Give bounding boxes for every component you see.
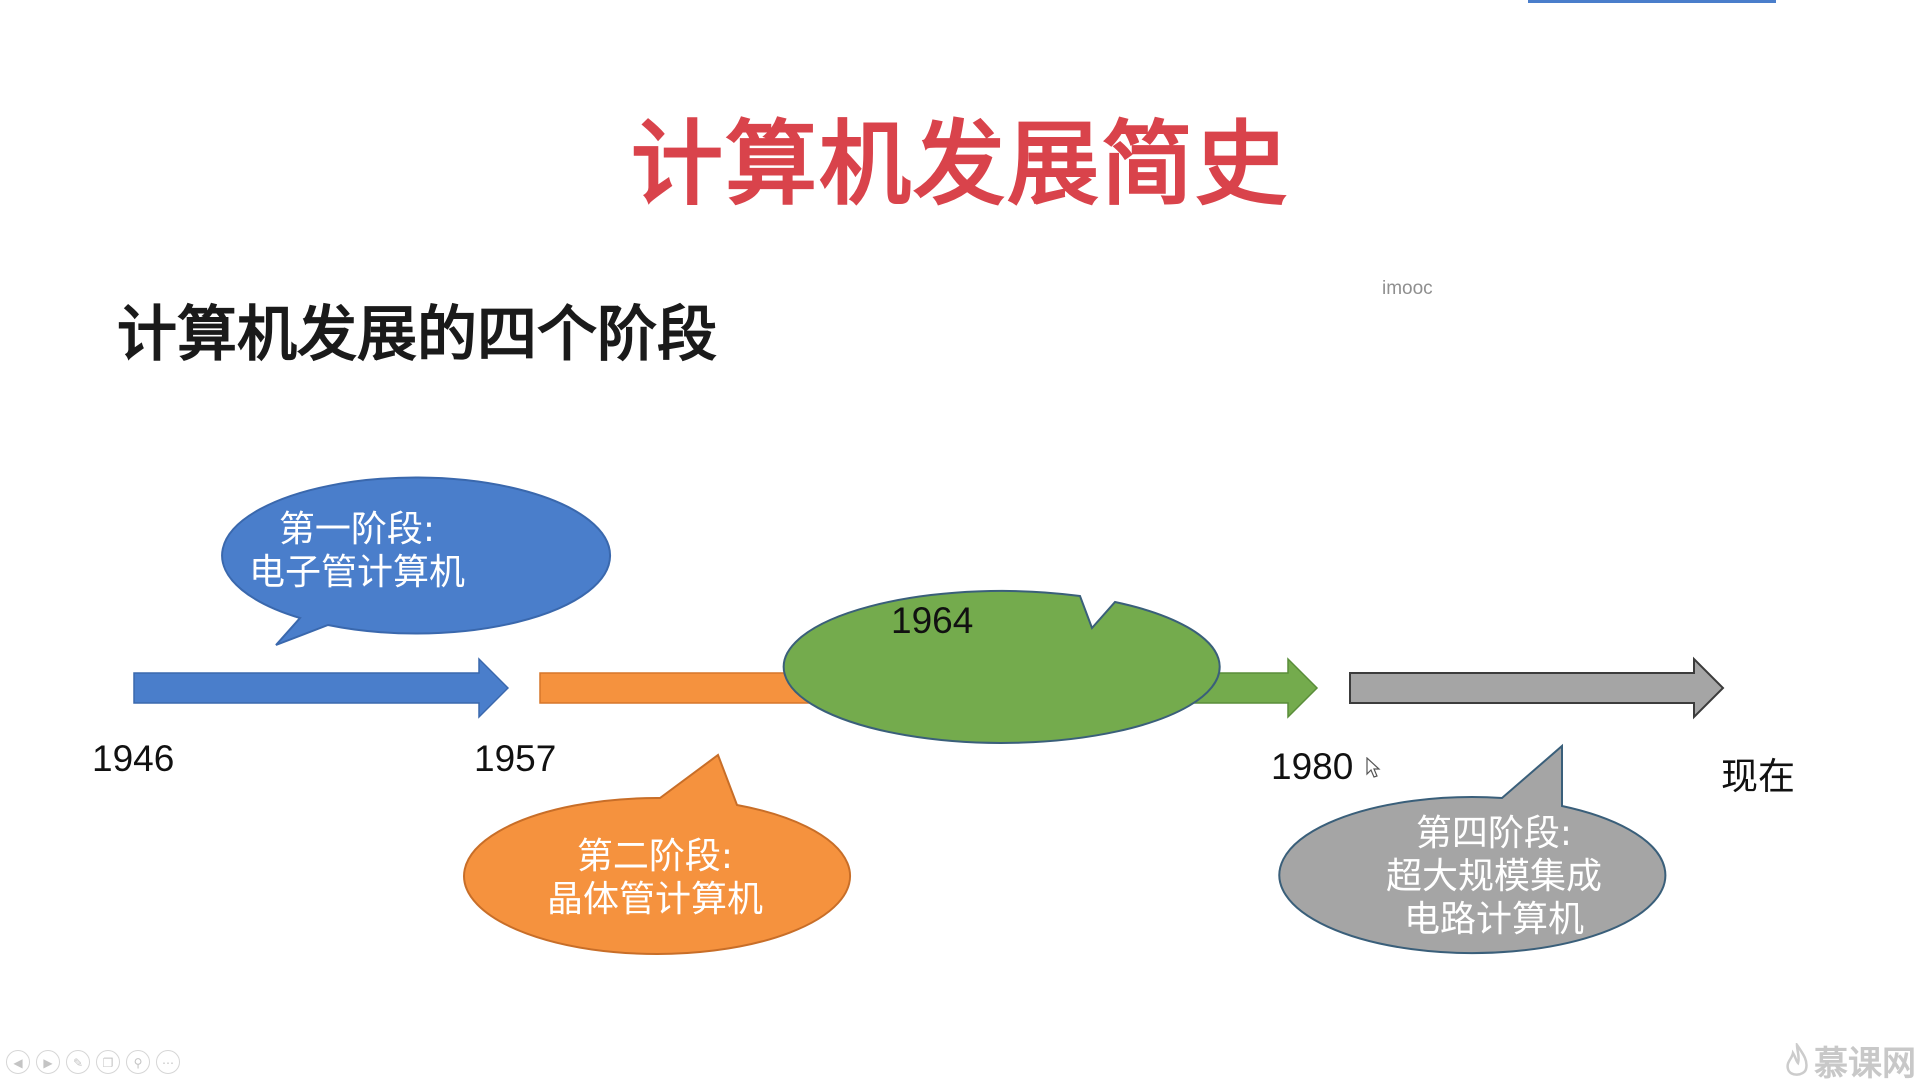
copy-icon[interactable]: ❐ (96, 1050, 120, 1074)
zoom-icon[interactable]: ⚲ (126, 1050, 150, 1074)
watermark-text: imooc (1382, 278, 1433, 299)
stage2-bubble (463, 753, 852, 955)
top-progress-bar (1528, 0, 1776, 3)
stage4-name-line1: 超大规模集成 (1385, 856, 1602, 897)
more-icon[interactable]: ⋯ (156, 1050, 180, 1074)
pen-icon[interactable]: ✎ (66, 1050, 90, 1074)
stage1-bubble (221, 476, 612, 646)
stage1-name: 电子管计算机 (248, 552, 465, 593)
stage1-title: 第一阶段: (278, 509, 436, 550)
mouse-cursor-icon (1366, 757, 1381, 778)
stage3-bubble (782, 589, 1221, 744)
slide-title: 计算机发展简史 (630, 111, 1289, 218)
flame-icon (1786, 1042, 1808, 1076)
prev-icon[interactable]: ◀ (6, 1050, 30, 1074)
stage4-title: 第四阶段: (1415, 813, 1573, 854)
year-1946: 1946 (92, 738, 175, 779)
stage4-label: 第四阶段: 超大规模集成 电路计算机 (1339, 812, 1649, 941)
player-controls: ◀ ▶ ✎ ❐ ⚲ ⋯ (6, 1050, 180, 1074)
stage3-title: 第三阶段: (1106, 489, 1264, 530)
stage4-name-line2: 电路计算机 (1403, 899, 1584, 940)
stage4-arrow (1349, 656, 1725, 720)
now-label: 现在 (1721, 755, 1795, 798)
stage2-name: 晶体管计算机 (546, 879, 763, 920)
stage3-label: 第三阶段: 集成电路计算机 (1015, 488, 1355, 574)
slide-subtitle: 计算机发展的四个阶段 (117, 300, 717, 370)
stage2-title: 第二阶段: (576, 836, 734, 877)
imooc-logo: 慕课网 (1784, 1036, 1916, 1085)
year-1980: 1980 (1271, 746, 1354, 787)
stage1-label: 第一阶段: 电子管计算机 (202, 508, 512, 594)
stage4-bubble (1278, 743, 1667, 955)
stage2-label: 第二阶段: 晶体管计算机 (500, 835, 810, 921)
logo-text: 慕课网 (1814, 1044, 1916, 1084)
play-icon[interactable]: ▶ (36, 1050, 60, 1074)
stage1-arrow (133, 657, 510, 719)
year-1964: 1964 (891, 600, 974, 641)
year-1957: 1957 (474, 738, 557, 779)
stage3-name: 集成电路计算机 (1058, 532, 1311, 573)
